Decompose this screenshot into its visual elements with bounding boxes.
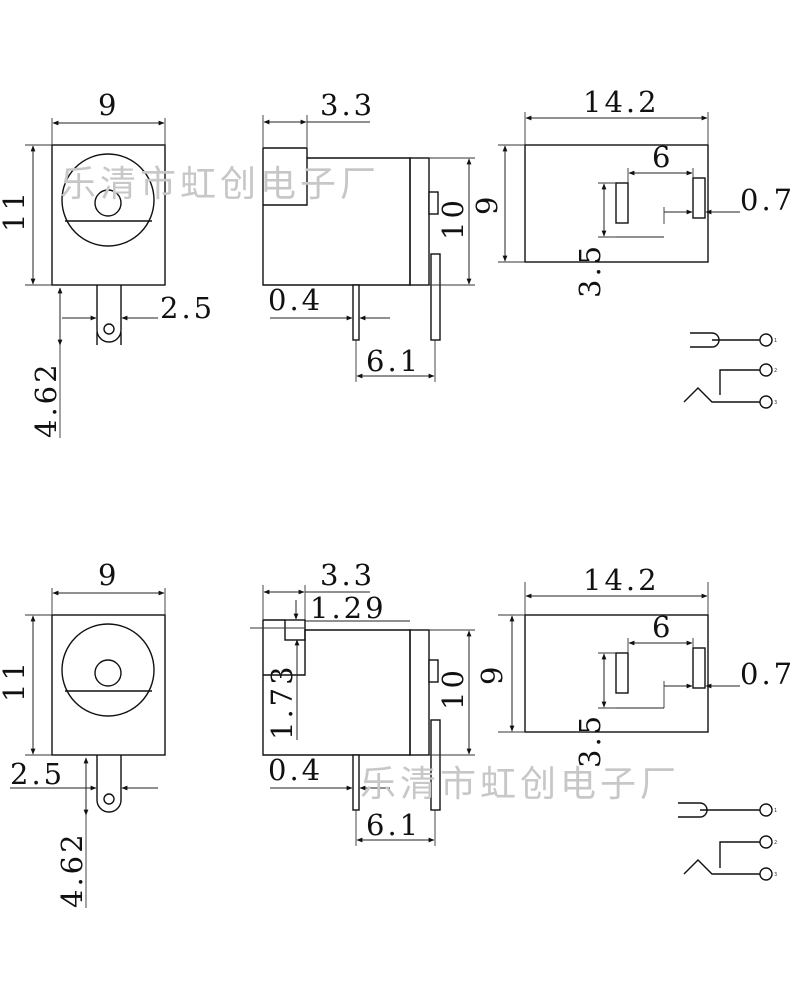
schematic-wire-2 xyxy=(719,369,760,395)
top-pin-gap-label: 3.5 xyxy=(573,243,607,298)
front-center-pin xyxy=(94,659,122,687)
front-pin-length-label: 4.62 xyxy=(55,831,89,908)
schematic-terminal-2 xyxy=(759,363,773,377)
top-pin-spacing-label: 6 xyxy=(652,140,673,174)
side-pin-thickness-label: 0.4 xyxy=(268,283,323,317)
top-pin-thickness-label: 0.7 xyxy=(740,183,795,217)
schematic-pin-1: 1 xyxy=(774,808,777,814)
variant-top: 9 11 2.5 4.62 xyxy=(0,85,795,438)
front-solder-pin xyxy=(96,755,122,813)
top-length-label: 14.2 xyxy=(583,563,660,597)
side-contact-lower xyxy=(430,253,441,341)
schematic-terminal-3 xyxy=(759,867,773,881)
side-step-label: 1.29 xyxy=(310,591,387,625)
side-contact-upper xyxy=(428,659,439,683)
top-pin-spacing-label: 6 xyxy=(652,610,673,644)
front-pin-length-label: 4.62 xyxy=(29,361,63,438)
side-pin-offset-label: 6.1 xyxy=(366,808,421,842)
top-width-label: 9 xyxy=(470,194,504,215)
top-pin-thickness-label: 0.7 xyxy=(740,657,795,691)
side-height-label: 10 xyxy=(436,667,470,710)
schematic-pin-2: 2 xyxy=(774,840,777,846)
side-view-bottom: 3.3 1.29 1.73 10 0.4 6.1 xyxy=(250,558,475,846)
watermark-top: 乐清市虹创电子厂 xyxy=(60,164,380,205)
side-depth-label: 3.3 xyxy=(320,558,375,592)
front-center-pin xyxy=(94,189,122,217)
top-pin-left xyxy=(615,652,629,694)
top-pin-left xyxy=(615,182,629,224)
front-socket-circle xyxy=(61,623,155,717)
schematic-terminal-1 xyxy=(759,333,773,347)
side-contact-lower xyxy=(430,719,441,811)
top-width-label: 9 xyxy=(475,664,509,685)
variant-bottom: 9 11 2.5 4.62 xyxy=(0,558,795,908)
top-body-outline xyxy=(524,144,709,263)
schematic-pin-3: 3 xyxy=(774,872,777,878)
schematic-wire-2 xyxy=(719,841,760,868)
schematic-terminal-3 xyxy=(759,395,773,409)
top-view-bottom: 14.2 9 6 0.7 3.5 xyxy=(475,563,795,768)
side-pin-front xyxy=(352,284,360,341)
side-rear-block xyxy=(409,629,430,756)
front-pin-width-label: 2.5 xyxy=(160,291,215,325)
side-rear-block xyxy=(409,157,430,286)
schematic-terminal-1 xyxy=(759,803,773,817)
top-body-outline xyxy=(524,614,709,733)
front-body-outline xyxy=(51,144,166,286)
front-width-label: 9 xyxy=(98,558,119,592)
schematic-terminal-2 xyxy=(759,835,773,849)
front-body-outline xyxy=(51,614,166,756)
top-pin-right xyxy=(692,647,706,689)
schematic-pin-3: 3 xyxy=(774,400,777,406)
schematic-pin-1: 1 xyxy=(774,338,777,344)
side-pin-front xyxy=(352,754,360,811)
side-step-notch xyxy=(284,619,306,641)
front-pin-hole xyxy=(103,323,115,335)
schematic-wire-3 xyxy=(683,387,760,403)
top-pin-right xyxy=(692,177,706,219)
front-height-label: 11 xyxy=(0,189,31,232)
side-height-label: 10 xyxy=(436,197,470,240)
side-step-height-label: 1.73 xyxy=(265,663,299,740)
side-depth-label: 3.3 xyxy=(320,88,375,122)
schematic-bottom: 1 2 3 xyxy=(678,802,777,881)
front-pin-width-label: 2.5 xyxy=(10,757,65,791)
top-pin-gap-label: 3.5 xyxy=(573,713,607,768)
top-length-label: 14.2 xyxy=(583,85,660,119)
schematic-top: 1 2 3 xyxy=(683,332,777,409)
front-height-label: 11 xyxy=(0,659,31,702)
front-width-label: 9 xyxy=(98,88,119,122)
schematic-wire-3 xyxy=(683,859,760,875)
schematic-pin-2: 2 xyxy=(774,368,777,374)
front-socket-circle xyxy=(61,153,155,247)
side-pin-thickness-label: 0.4 xyxy=(268,753,323,787)
front-view-bottom: 9 11 2.5 4.62 xyxy=(0,558,166,908)
side-view-top: 3.3 10 0.4 6.1 xyxy=(262,88,475,382)
front-pin-hole xyxy=(103,793,115,805)
side-pin-offset-label: 6.1 xyxy=(366,344,421,378)
side-contact-upper xyxy=(428,191,439,215)
top-view-top: 14.2 9 6 0.7 3.5 xyxy=(470,85,795,298)
watermark-bottom: 乐清市虹创电子厂 xyxy=(360,764,680,805)
front-view-top: 9 11 2.5 4.62 xyxy=(0,88,215,438)
